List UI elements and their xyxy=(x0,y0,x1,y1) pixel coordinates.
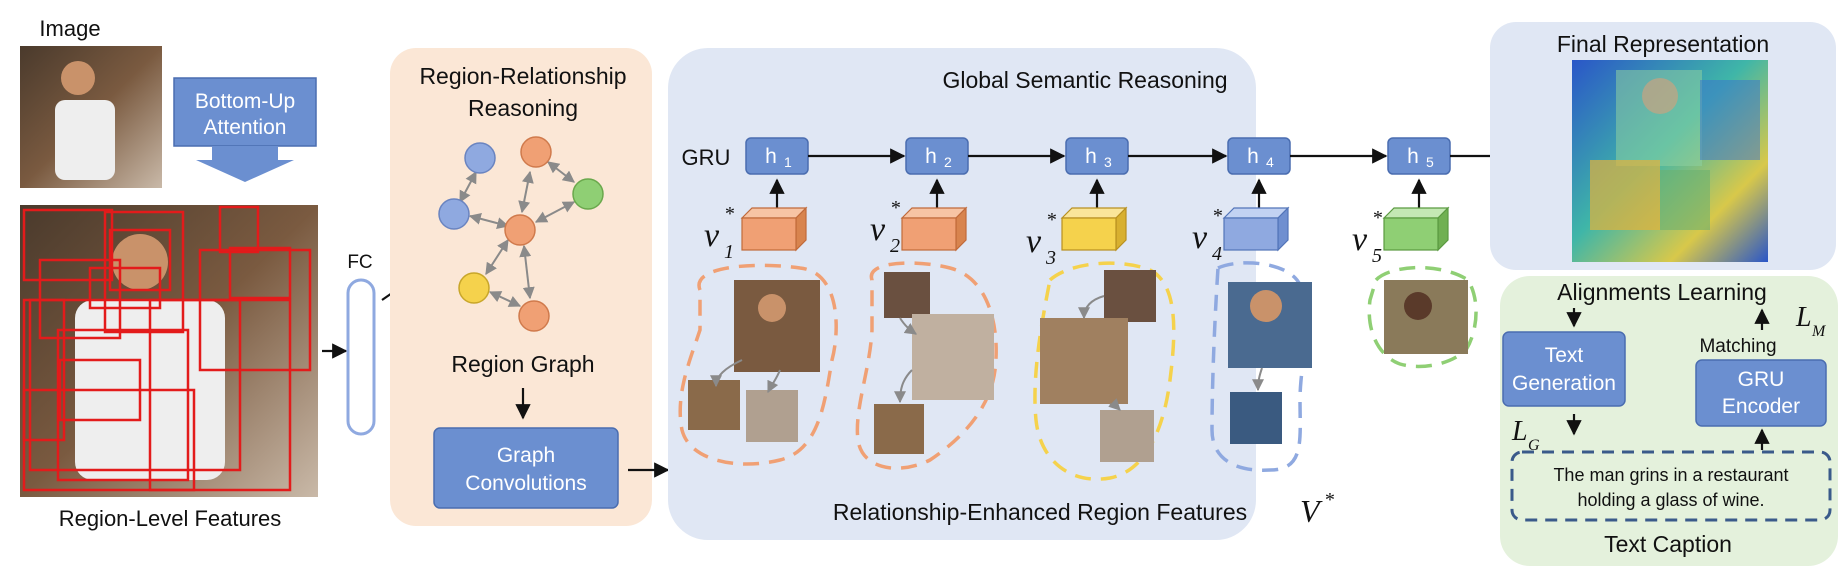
bottom-up-label-line2: Attention xyxy=(204,116,287,139)
graph-node-orange xyxy=(504,214,536,246)
feature-cube-v1: v * 1 xyxy=(704,178,808,263)
svg-text:*: * xyxy=(1372,207,1382,229)
svg-text:h: h xyxy=(765,145,777,168)
v-star-symbol: V xyxy=(1300,493,1323,529)
gru-label: GRU xyxy=(682,145,731,170)
svg-text:v: v xyxy=(704,217,720,254)
graph-convolutions-box xyxy=(433,427,619,509)
alignments-learning-title: Alignments Learning xyxy=(1557,279,1767,305)
text-gen-line1: Text xyxy=(1545,344,1584,367)
svg-text:4: 4 xyxy=(1212,243,1222,265)
fc-layer xyxy=(346,278,376,436)
text-gen-line2: Generation xyxy=(1512,372,1616,395)
attention-heatmap xyxy=(1572,60,1768,262)
bottom-up-attention-box: Bottom-Up Attention xyxy=(173,77,317,182)
svg-text:2: 2 xyxy=(944,154,952,170)
region-graph-label: Region Graph xyxy=(451,351,594,377)
feature-cube-v5: v * 5 xyxy=(1352,178,1450,267)
svg-text:4: 4 xyxy=(1266,154,1274,170)
enhanced-features-label: Relationship-Enhanced Region Features xyxy=(833,499,1247,525)
rr-title-line2: Reasoning xyxy=(468,95,578,121)
matching-label: Matching xyxy=(1699,336,1776,357)
graph-node-orange xyxy=(520,136,552,168)
caption-line2: holding a glass of wine. xyxy=(1577,490,1764,510)
region-cluster-blue xyxy=(1210,261,1312,472)
region-cluster-yellow xyxy=(1033,261,1176,481)
region-graph xyxy=(438,136,604,332)
svg-text:*: * xyxy=(1046,209,1056,231)
fc-label: FC xyxy=(347,252,372,273)
svg-text:*: * xyxy=(724,203,734,225)
gsr-title: Global Semantic Reasoning xyxy=(942,67,1227,93)
svg-text:h: h xyxy=(1407,145,1419,168)
gru-encoder-line2: Encoder xyxy=(1722,395,1800,418)
svg-text:h: h xyxy=(1247,145,1259,168)
graph-node-orange xyxy=(518,300,550,332)
svg-text:v: v xyxy=(870,211,886,248)
hidden-state-h1: h 1 xyxy=(745,137,809,175)
svg-text:v: v xyxy=(1352,221,1368,258)
region-level-features-label: Region-Level Features xyxy=(59,506,282,531)
graph-conv-line2: Convolutions xyxy=(465,472,586,495)
svg-text:v: v xyxy=(1192,219,1208,256)
svg-text:*: * xyxy=(890,197,900,219)
hidden-state-h2: h 2 xyxy=(905,137,969,175)
final-representation-title: Final Representation xyxy=(1557,31,1769,57)
v-star-sup: * xyxy=(1324,489,1334,511)
graph-node-yellow xyxy=(458,272,490,304)
feature-cube-v3: v * 3 xyxy=(1026,178,1128,269)
text-caption-label: Text Caption xyxy=(1604,531,1732,557)
lm-sub: M xyxy=(1811,323,1827,340)
svg-text:v: v xyxy=(1026,223,1042,260)
caption-box xyxy=(1510,450,1832,522)
svg-text:h: h xyxy=(925,145,937,168)
hidden-state-h5: h 5 xyxy=(1387,137,1451,175)
down-arrow-icon xyxy=(196,146,294,182)
lg-sub: G xyxy=(1528,437,1540,454)
region-cluster-green xyxy=(1367,265,1478,369)
hidden-state-h3: h 3 xyxy=(1065,137,1129,175)
region-cluster-orange-2 xyxy=(855,261,998,470)
svg-text:5: 5 xyxy=(1372,245,1382,267)
rr-title-line1: Region-Relationship xyxy=(419,63,626,89)
gru-encoder-box xyxy=(1695,359,1827,427)
image-label: Image xyxy=(39,16,100,41)
svg-text:3: 3 xyxy=(1104,154,1112,170)
svg-text:3: 3 xyxy=(1045,247,1056,269)
svg-text:2: 2 xyxy=(890,235,900,257)
svg-text:1: 1 xyxy=(724,241,734,263)
svg-text:h: h xyxy=(1085,145,1097,168)
feature-cube-v4: v * 4 xyxy=(1192,178,1290,265)
region-boxes xyxy=(22,205,312,492)
hidden-state-h4: h 4 xyxy=(1227,137,1291,175)
caption-line1: The man grins in a restaurant xyxy=(1553,465,1788,485)
svg-text:5: 5 xyxy=(1426,154,1434,170)
lm-symbol: L xyxy=(1795,302,1812,333)
gru-encoder-line1: GRU xyxy=(1738,368,1785,391)
region-features-image xyxy=(20,205,318,497)
region-cluster-orange-1 xyxy=(678,263,838,466)
graph-node-green xyxy=(572,178,604,210)
graph-node-blue xyxy=(464,142,496,174)
lg-symbol: L xyxy=(1511,416,1528,447)
text-generation-box xyxy=(1502,331,1626,407)
graph-conv-line1: Graph xyxy=(497,444,555,467)
svg-text:*: * xyxy=(1212,205,1222,227)
input-image xyxy=(20,46,162,188)
feature-cube-v2: v * 2 xyxy=(870,178,968,257)
svg-text:1: 1 xyxy=(784,154,792,170)
graph-node-blue xyxy=(438,198,470,230)
bottom-up-label-line1: Bottom-Up xyxy=(195,90,295,113)
